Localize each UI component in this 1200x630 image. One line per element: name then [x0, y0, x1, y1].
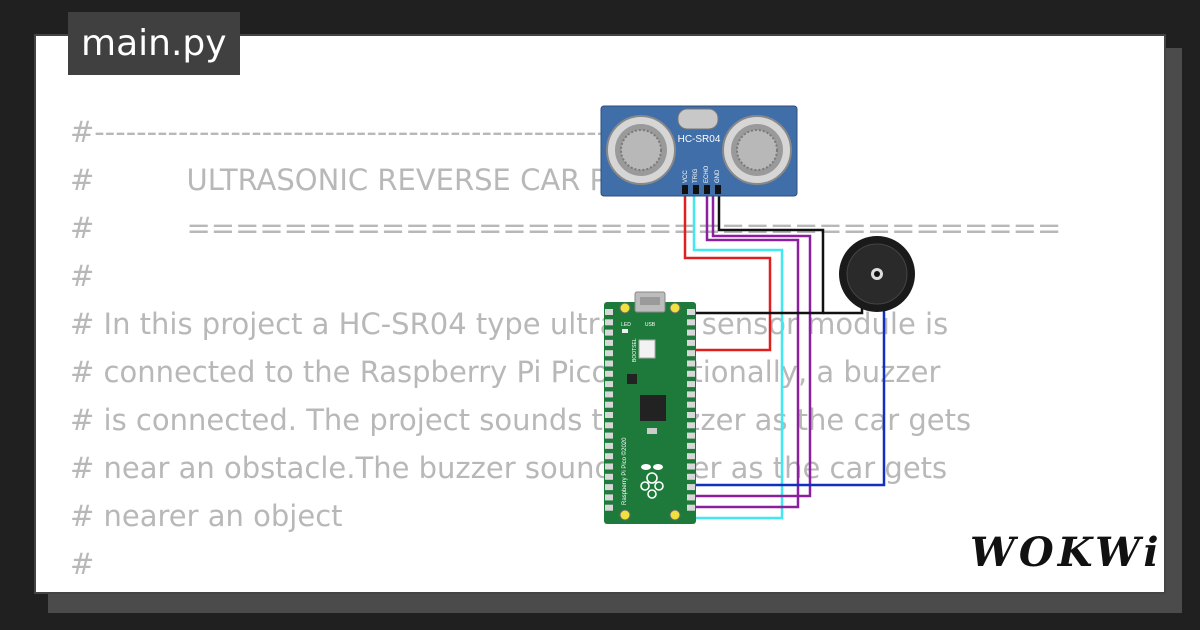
code-line: # nearer an object	[70, 499, 343, 533]
pico-pin[interactable]	[605, 391, 613, 398]
pico-pin[interactable]	[605, 339, 613, 346]
sensor-pin-vcc: VCC	[683, 170, 689, 183]
code-line: # is connected. The project sounds the b…	[70, 403, 972, 437]
pico-pin[interactable]	[687, 350, 695, 357]
pico-pin[interactable]	[687, 391, 695, 398]
pico-pin[interactable]	[687, 339, 695, 346]
wokwi-logo: WOKWi	[970, 525, 1160, 580]
pico-pin[interactable]	[605, 381, 613, 388]
pico-pin[interactable]	[687, 432, 695, 439]
sensor-name: HC-SR04	[678, 134, 721, 145]
pico-pin[interactable]	[687, 412, 695, 418]
sensor-pin-gnd: GND	[715, 169, 721, 183]
pico-pin[interactable]	[687, 309, 695, 315]
pico-pin[interactable]	[605, 432, 613, 439]
wire-gnd[interactable]	[692, 193, 825, 315]
pico-pin[interactable]	[605, 442, 613, 449]
pico-pin[interactable]	[605, 309, 613, 315]
raspberry-pi-pico[interactable]: LED USB BOOTSEL Raspberry Pi Pico ©2020	[604, 291, 696, 524]
pico-pins-right	[687, 309, 695, 511]
wire-trig[interactable]	[690, 193, 784, 520]
pico-pin[interactable]	[605, 473, 613, 480]
pico-pin[interactable]	[605, 453, 613, 460]
pico-pin[interactable]	[605, 494, 613, 501]
pico-pin[interactable]	[605, 360, 613, 367]
wires	[683, 193, 886, 520]
pico-bootsel-label: BOOTSEL	[632, 338, 638, 362]
pico-usb-label: USB	[645, 322, 656, 328]
wire-buzzer-gnd[interactable]	[823, 305, 864, 315]
pico-pin[interactable]	[687, 329, 695, 336]
pico-pin[interactable]	[687, 453, 695, 460]
pico-pin[interactable]	[605, 350, 613, 357]
code-line: # ====================================	[70, 211, 1062, 245]
pico-board-label: Raspberry Pi Pico ©2020	[621, 437, 628, 505]
pico-pin[interactable]	[687, 442, 695, 449]
pico-pin[interactable]	[687, 381, 695, 388]
pico-pin[interactable]	[687, 484, 695, 491]
pico-pin[interactable]	[687, 422, 695, 429]
pico-pin[interactable]	[605, 401, 613, 408]
sensor-pin-echo: ECHO	[704, 165, 710, 183]
wire-buzzer-signal[interactable]	[690, 305, 886, 487]
sensor-pin-trig: TRIG	[693, 168, 699, 183]
pico-pin[interactable]	[605, 319, 613, 326]
pico-pin[interactable]	[687, 360, 695, 367]
pico-pin[interactable]	[687, 463, 695, 470]
code-line: #	[70, 547, 95, 581]
pico-pin[interactable]	[605, 504, 613, 511]
wire-echo[interactable]	[690, 193, 800, 509]
pico-pins-left	[605, 309, 613, 511]
wire-echo-2[interactable]	[690, 193, 812, 498]
pico-pin[interactable]	[687, 504, 695, 511]
pico-pin[interactable]	[605, 329, 613, 336]
pico-pin[interactable]	[687, 494, 695, 501]
code-line: #	[70, 259, 95, 293]
pico-pin[interactable]	[605, 370, 613, 377]
pico-led-label: LED	[621, 322, 631, 328]
hc-sr04-sensor[interactable]: HC-SR04 VCC TRIG ECHO GND	[600, 105, 798, 197]
pico-pin[interactable]	[687, 319, 695, 326]
pico-pin[interactable]	[605, 484, 613, 491]
file-tab[interactable]: main.py	[68, 12, 240, 75]
wire-vcc[interactable]	[683, 193, 772, 352]
buzzer[interactable]	[839, 236, 915, 312]
pico-pin[interactable]	[605, 463, 613, 470]
pico-pin[interactable]	[687, 401, 695, 408]
pico-pin[interactable]	[605, 422, 613, 429]
code-line: # connected to the Raspberry Pi Pico. Ad…	[70, 355, 941, 389]
pico-pin[interactable]	[687, 370, 695, 377]
pico-pin[interactable]	[605, 412, 613, 418]
pico-pin[interactable]	[687, 473, 695, 480]
raspberry-logo-icon	[640, 464, 664, 499]
